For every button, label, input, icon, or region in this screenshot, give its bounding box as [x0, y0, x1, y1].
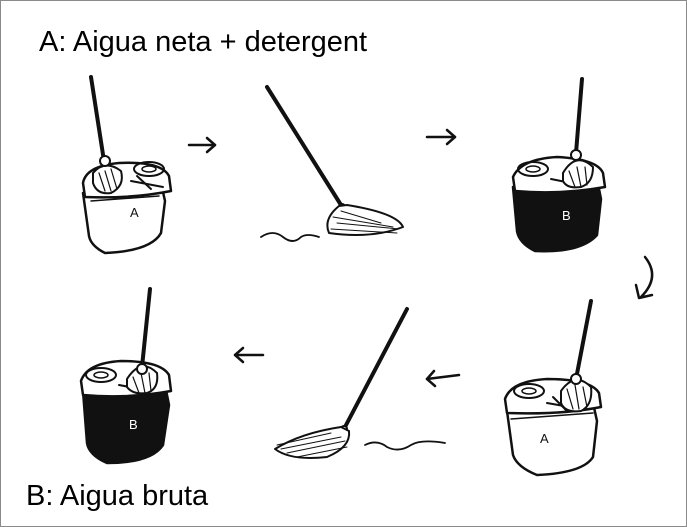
bucket-a-label: A	[130, 205, 139, 220]
bucket-b-label: B	[562, 208, 571, 223]
left-arrow-icon	[425, 369, 461, 388]
bucket-a-label: A	[540, 431, 549, 446]
mop-icon	[274, 307, 446, 459]
mop-icon	[260, 85, 404, 242]
left-arrow-icon	[233, 346, 265, 364]
bucket-a-with-mop: A	[503, 299, 603, 477]
bucket-b-label: B	[129, 417, 138, 432]
curved-down-arrow-icon	[634, 255, 654, 300]
legend-clean-water: A: Aigua neta + detergent	[39, 26, 368, 58]
legend-dirty-water: B: Aigua bruta	[26, 480, 209, 512]
right-arrow-icon	[425, 128, 457, 146]
bucket-a-with-mop: A	[81, 75, 173, 255]
right-arrow-icon	[187, 136, 217, 154]
bucket-b-with-mop: B	[511, 77, 607, 253]
bucket-b-with-mop: B	[79, 287, 173, 465]
